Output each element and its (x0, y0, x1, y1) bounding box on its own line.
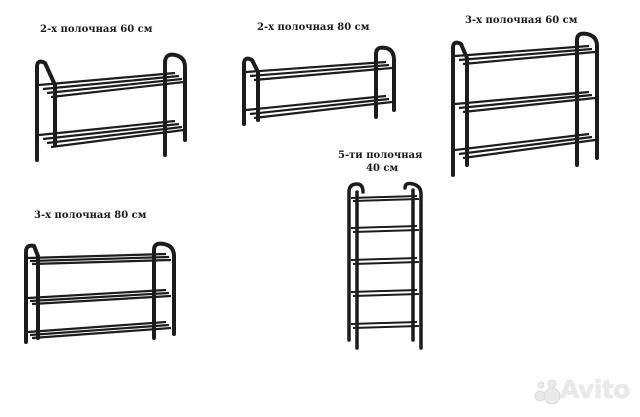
rack-image-2shelf-60 (25, 45, 195, 170)
rack-image-3shelf-60 (445, 30, 610, 180)
avito-watermark (532, 374, 636, 408)
shoe-rack-icon (24, 241, 176, 344)
caption-rack-2shelf-80: 2-х полочная 80 см (257, 22, 370, 33)
caption-rack-5shelf-40-line1: 5-ти полочная (338, 150, 423, 161)
rack-image-3shelf-80 (20, 238, 190, 348)
shoe-rack-icon (35, 52, 187, 162)
shoe-rack-icon (451, 31, 599, 177)
caption-rack-3shelf-60: 3-х полочная 60 см (465, 15, 578, 26)
rack-image-2shelf-80 (236, 42, 406, 132)
caption-rack-2shelf-60: 2-х полочная 60 см (40, 24, 153, 35)
avito-watermark-text: Avito (560, 375, 630, 404)
rack-image-5shelf-40 (343, 180, 428, 355)
shoe-rack-icon (242, 45, 396, 126)
caption-rack-5shelf-40-line2: 40 см (366, 163, 399, 174)
shoe-rack-icon (347, 181, 423, 350)
avito-dots-logo-icon (534, 379, 561, 405)
caption-rack-3shelf-80: 3-х полочная 80 см (34, 210, 147, 221)
